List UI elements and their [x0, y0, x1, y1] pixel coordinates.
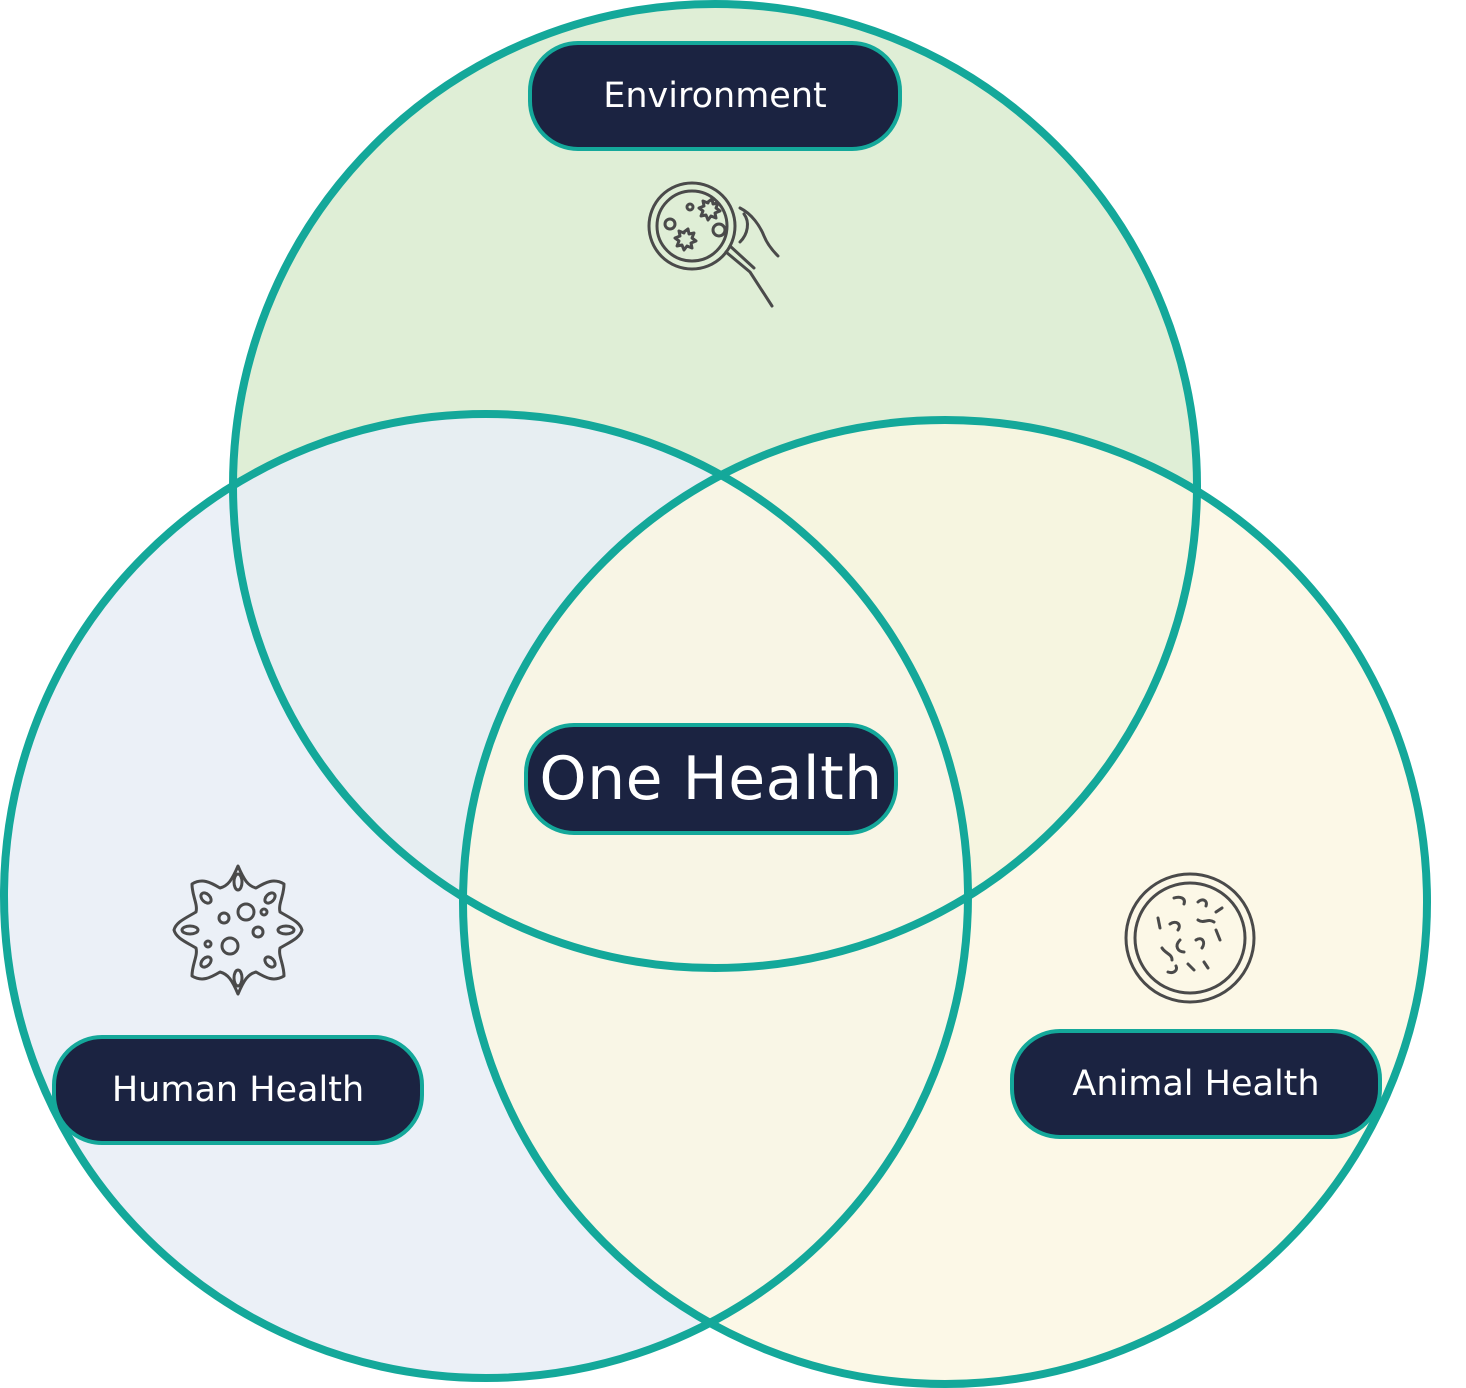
- virus-cell-icon: [172, 864, 304, 996]
- animal-health-label: Animal Health: [1010, 1029, 1382, 1139]
- environment-outline: [229, 0, 1201, 972]
- animal-health-outline: [459, 416, 1431, 1388]
- environment-label: Environment: [528, 41, 902, 151]
- one-health-center-label: One Health: [524, 723, 898, 835]
- petri-dish-hand-icon: [647, 181, 780, 308]
- human-health-label: Human Health: [52, 1035, 424, 1145]
- animal-health-circle: [463, 420, 1427, 1384]
- bacteria-dish-icon: [1124, 872, 1256, 1004]
